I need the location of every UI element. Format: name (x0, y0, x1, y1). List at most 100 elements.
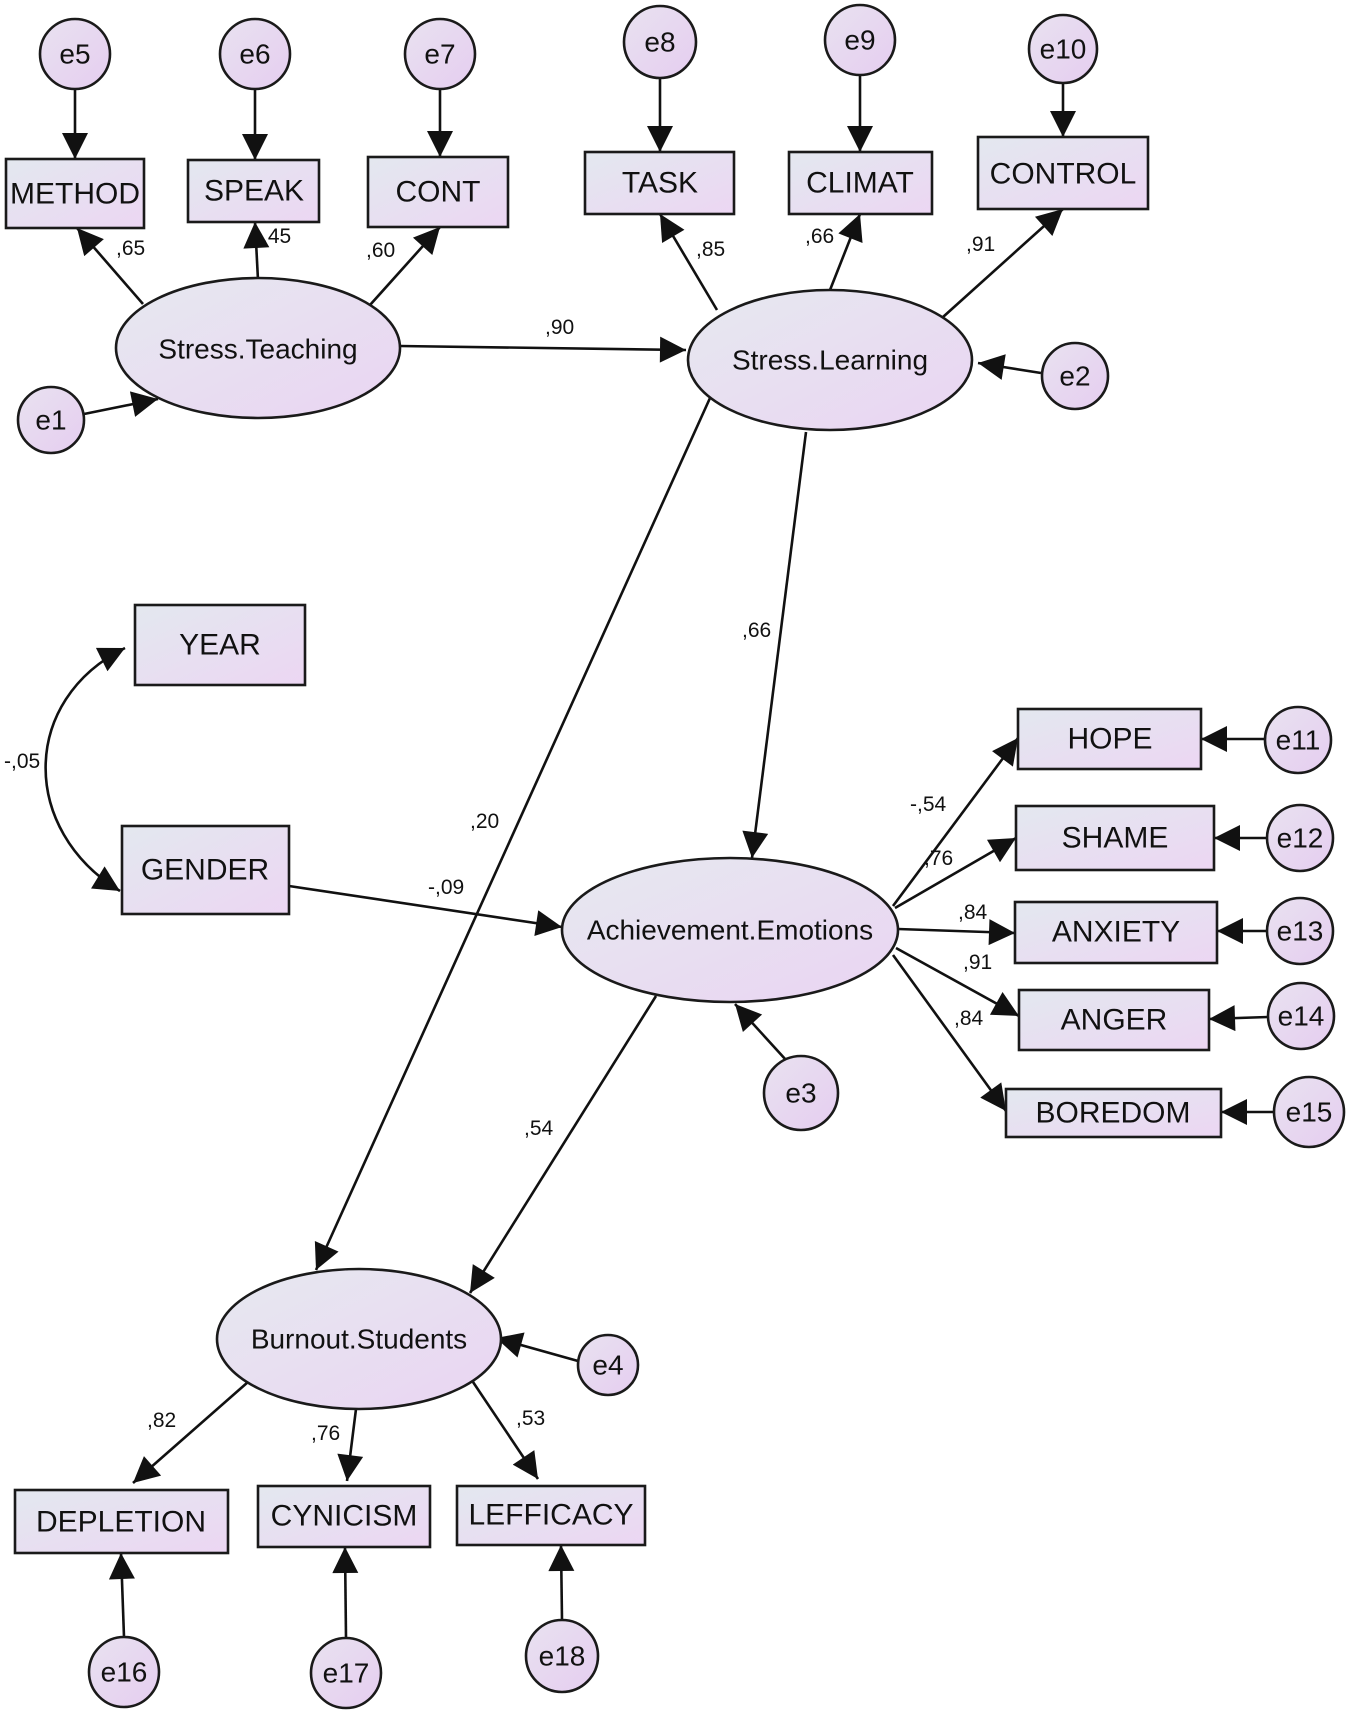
path-e1-st (83, 391, 159, 417)
coef-ae-hope: -,54 (910, 793, 947, 816)
observed-anger: ANGER (1017, 988, 1211, 1052)
coef-gender-ae: -,09 (428, 876, 464, 899)
coef-sl-ae: ,66 (742, 619, 771, 642)
path-ae-boredom (891, 954, 1008, 1112)
observed-shame-label: SHAME (1062, 822, 1169, 855)
observed-cynicism-label: CYNICISM (271, 1500, 418, 1533)
coef-bs-depletion: ,82 (147, 1409, 176, 1432)
error-e17-label: e17 (323, 1658, 370, 1689)
coef-ae-anger: ,91 (963, 951, 992, 974)
error-e7: e7 (403, 17, 477, 91)
latent-stress-teaching-label: Stress.Teaching (158, 334, 357, 365)
coef-st-method: ,65 (116, 237, 145, 260)
coef-st-speak: ,45 (262, 225, 291, 248)
coef-bs-lefficacy: ,53 (516, 1407, 545, 1430)
error-e12: e12 (1265, 803, 1335, 873)
observed-shame: SHAME (1014, 804, 1216, 872)
observed-method: METHOD (4, 157, 146, 230)
path-e16-depletion (108, 1552, 135, 1638)
coef-year-gender: -,05 (4, 750, 40, 773)
error-e15-label: e15 (1286, 1097, 1333, 1128)
error-e3-label: e3 (785, 1078, 816, 1109)
coef-ae-bs: ,54 (524, 1117, 554, 1140)
path-e17-cynicism (332, 1546, 359, 1639)
path-ae-hope (891, 737, 1020, 907)
observed-boredom-label: BOREDOM (1035, 1097, 1190, 1130)
latent-stress-learning: Stress.Learning (686, 288, 974, 432)
error-e1: e1 (16, 385, 86, 455)
path-bs-depletion (132, 1381, 249, 1484)
error-e5-label: e5 (59, 39, 90, 70)
observed-gender: GENDER (120, 824, 291, 916)
error-e10: e10 (1027, 13, 1099, 85)
path-ae-shame (894, 836, 1017, 910)
error-e1-label: e1 (35, 405, 66, 436)
observed-cont-label: CONT (396, 176, 481, 209)
observed-year-label: YEAR (179, 629, 261, 662)
path-st-sl (399, 336, 687, 363)
latent-achievement-emotions: Achievement.Emotions (560, 856, 900, 1004)
error-e9: e9 (823, 3, 897, 77)
error-e8-label: e8 (644, 27, 675, 58)
observed-control: CONTROL (976, 135, 1150, 211)
error-e16: e16 (87, 1635, 161, 1709)
error-e14-label: e14 (1278, 1001, 1325, 1032)
error-e10-label: e10 (1040, 34, 1087, 65)
path-ae-bs (468, 995, 658, 1294)
error-e17: e17 (309, 1636, 383, 1710)
observed-method-label: METHOD (10, 178, 140, 211)
path-st-speak (243, 221, 270, 281)
path-sl-climat (828, 213, 863, 291)
path-sl-task (658, 213, 719, 311)
path-bs-lefficacy (471, 1381, 540, 1480)
path-e18-lefficacy (548, 1544, 575, 1621)
path-st-method (76, 227, 144, 305)
observed-task: TASK (583, 150, 736, 216)
observed-lefficacy-label: LEFFICACY (468, 1499, 633, 1532)
latent-stress-teaching: Stress.Teaching (114, 276, 402, 420)
error-e6-label: e6 (239, 39, 270, 70)
path-st-cont (369, 226, 441, 306)
coef-st-sl: ,90 (545, 316, 574, 339)
error-e7-label: e7 (424, 39, 455, 70)
path-sl-ae (742, 431, 808, 859)
error-e13: e13 (1265, 896, 1335, 966)
observed-climat: CLIMAT (787, 150, 934, 216)
error-e12-label: e12 (1277, 823, 1324, 854)
coef-ae-boredom: ,84 (954, 1007, 984, 1030)
path-ae-anxiety (897, 919, 1016, 946)
observed-task-label: TASK (622, 167, 698, 200)
observed-anxiety-label: ANXIETY (1052, 916, 1180, 949)
error-e4: e4 (576, 1333, 640, 1397)
error-e13-label: e13 (1277, 916, 1324, 947)
observed-depletion-label: DEPLETION (36, 1506, 206, 1539)
observed-anxiety: ANXIETY (1013, 900, 1219, 965)
coef-ae-shame: ,76 (924, 847, 953, 870)
error-e11-label: e11 (1276, 725, 1321, 756)
path-sl-bs (314, 397, 712, 1271)
error-e16-label: e16 (101, 1657, 148, 1688)
observed-cont: CONT (366, 155, 510, 229)
observed-lefficacy: LEFFICACY (455, 1484, 647, 1547)
observed-speak-label: SPEAK (204, 175, 304, 208)
path-e4-bs (495, 1332, 579, 1363)
covariance-year-gender (44, 646, 126, 893)
coef-sl-task: ,85 (696, 238, 725, 261)
path-e2-sl (977, 354, 1042, 380)
error-e6: e6 (218, 17, 292, 91)
error-e2-label: e2 (1059, 361, 1090, 392)
latent-achievement-emotions-label: Achievement.Emotions (587, 915, 873, 946)
observed-control-label: CONTROL (990, 158, 1137, 191)
observed-hope: HOPE (1016, 707, 1203, 771)
error-e5: e5 (38, 17, 112, 91)
observed-cynicism: CYNICISM (256, 1484, 432, 1549)
error-e14: e14 (1266, 981, 1336, 1051)
coef-sl-bs: ,20 (470, 810, 499, 833)
error-e3: e3 (762, 1054, 840, 1132)
path-gender-ae (288, 884, 563, 936)
observed-boredom: BOREDOM (1004, 1087, 1223, 1139)
path-bs-cynicism (337, 1408, 364, 1482)
latent-burnout-students: Burnout.Students (215, 1267, 503, 1411)
error-e18-label: e18 (539, 1641, 586, 1672)
